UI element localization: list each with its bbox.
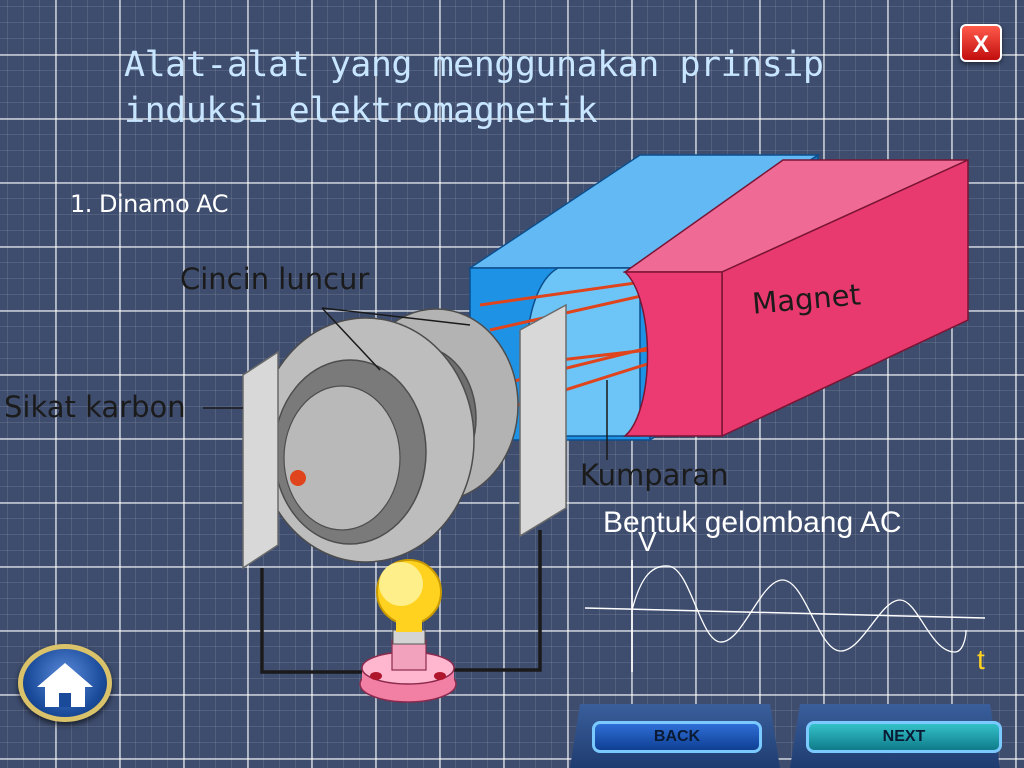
carbon-brush-right [519,303,567,538]
waveform-title: Bentuk gelombang AC [603,506,902,539]
ac-waveform [584,560,986,672]
circuit-wires [260,530,542,674]
red-magnet [622,158,969,438]
close-button[interactable]: X [960,24,1002,62]
waveform-y-axis-label: V [638,526,657,557]
title-line-1: Alat-alat yang menggunakan prinsip [124,45,824,85]
label-leader-lines [203,307,608,460]
slip-rings [257,308,519,563]
back-button[interactable]: BACK [592,721,762,753]
home-icon [37,663,93,707]
waveform-x-axis-label: t [977,644,985,675]
axle-dot [290,470,306,486]
label-cincin-luncur: Cincin luncur [180,262,370,296]
subtitle: 1. Dinamo AC [70,190,229,218]
home-button[interactable] [18,644,112,722]
label-kumparan: Kumparan [580,458,729,492]
lightbulb-icon [359,559,457,703]
page-title: Alat-alat yang menggunakan prinsip induk… [124,42,824,134]
label-sikat-karbon: Sikat karbon [4,390,186,424]
carbon-brush-left [242,350,279,570]
next-button[interactable]: NEXT [806,721,1002,753]
title-line-2: induksi elektromagnetik [124,91,598,131]
